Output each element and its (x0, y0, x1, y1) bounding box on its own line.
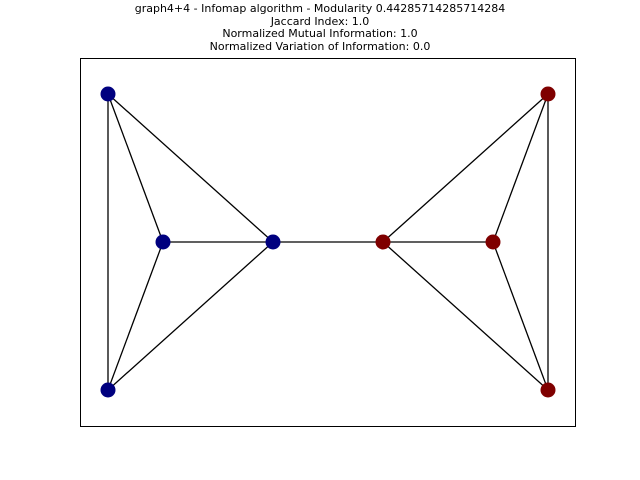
plot-frame (80, 58, 576, 427)
edge-5-7 (492, 241, 549, 391)
node-4 (375, 234, 391, 250)
node-5 (485, 234, 501, 250)
edge-4-7 (382, 241, 549, 391)
edge-4-6 (382, 93, 549, 243)
title-line-nmi: Normalized Mutual Information: 1.0 (222, 27, 418, 40)
title-line-nvi: Normalized Variation of Information: 0.0 (209, 39, 431, 53)
node-3 (265, 234, 281, 250)
nodes-layer (100, 86, 556, 398)
edge-1-2 (107, 241, 164, 391)
node-1 (100, 382, 116, 398)
node-2 (155, 234, 171, 250)
edge-5-6 (492, 93, 549, 243)
title-line-jaccard: Jaccard Index: 1.0 (270, 14, 370, 28)
node-0 (100, 86, 116, 102)
edges-layer (107, 93, 549, 391)
edge-1-3 (107, 241, 274, 391)
edge-0-2 (107, 93, 164, 243)
edge-0-3 (107, 93, 274, 243)
chart-title: graph4+4 - Infomap algorithm - Modularit… (0, 2, 640, 53)
title-line-algorithm: graph4+4 - Infomap algorithm - Modularit… (134, 2, 506, 15)
node-7 (540, 382, 556, 398)
node-6 (540, 86, 556, 102)
